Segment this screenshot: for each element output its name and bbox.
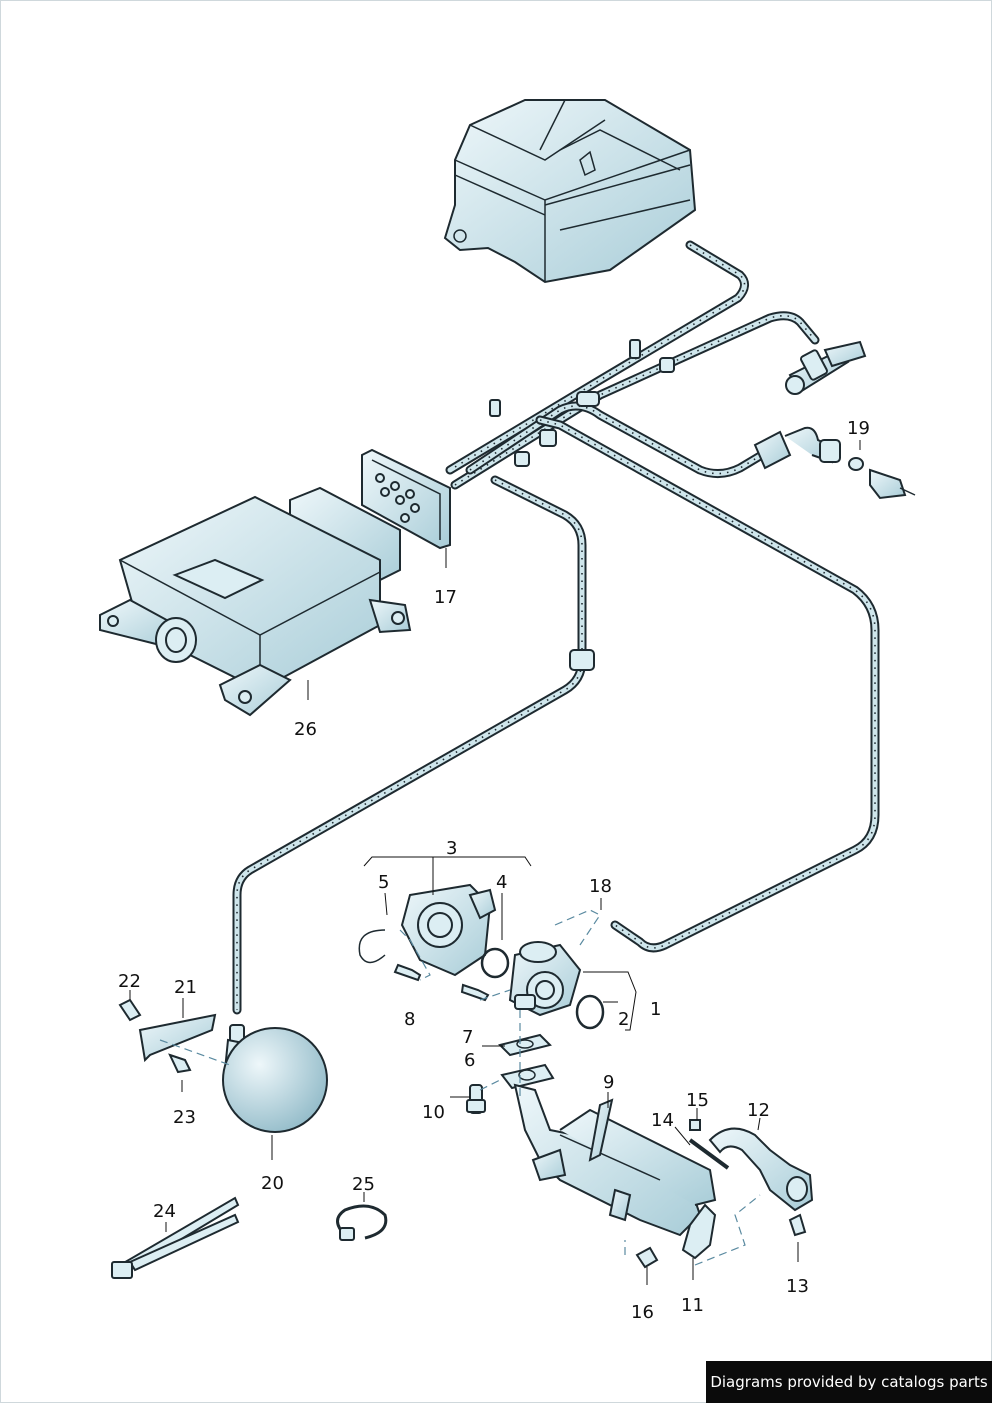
throttle-body-3 — [400, 883, 497, 977]
callout-22: 22 — [118, 971, 141, 992]
clamp-25 — [336, 1204, 388, 1241]
callout-6: 6 — [464, 1050, 475, 1071]
vacuum-reservoir-20 — [222, 1024, 328, 1133]
callout-20: 20 — [261, 1173, 284, 1194]
callout-4: 4 — [496, 872, 507, 893]
callout-10: 10 — [422, 1102, 445, 1123]
pipe-12 — [708, 1127, 814, 1212]
egr-cooler-9 — [513, 1083, 717, 1237]
air-filter-housing — [443, 99, 697, 284]
cable-tie-24 — [111, 1196, 240, 1279]
assembly-guide-lines — [159, 909, 761, 1266]
egr-valve-1 — [508, 941, 582, 1017]
callout-2: 2 — [618, 1009, 629, 1030]
gasket-6-7 — [498, 1033, 555, 1090]
top-right-valve — [785, 340, 867, 395]
callout-labels: 1 2 3 4 5 6 7 8 9 10 11 12 13 14 15 16 1… — [118, 418, 870, 1323]
vacuum-hose-network — [232, 240, 880, 1015]
bolt-10 — [466, 1084, 486, 1114]
callout-24: 24 — [153, 1201, 176, 1222]
callout-11: 11 — [681, 1295, 704, 1316]
bracket-21 — [118, 998, 217, 1074]
callout-23: 23 — [173, 1107, 196, 1128]
gasket-11 — [681, 1203, 717, 1260]
callout-21: 21 — [174, 977, 197, 998]
connector-17 — [361, 448, 451, 550]
callout-8: 8 — [404, 1009, 415, 1030]
credit-banner: Diagrams provided by catalogs parts — [706, 1361, 992, 1403]
callout-15: 15 — [686, 1090, 709, 1111]
callout-25: 25 — [352, 1174, 375, 1195]
callout-17: 17 — [434, 587, 457, 608]
callout-26: 26 — [294, 719, 317, 740]
callout-7: 7 — [462, 1027, 473, 1048]
small-hardware — [635, 1119, 807, 1269]
callout-18: 18 — [589, 876, 612, 897]
callout-1: 1 — [650, 999, 661, 1020]
part-19-valve — [753, 426, 916, 500]
callout-19: 19 — [847, 418, 870, 439]
callout-5: 5 — [378, 872, 389, 893]
callout-16: 16 — [631, 1302, 654, 1323]
callout-13: 13 — [786, 1276, 809, 1297]
callout-14: 14 — [651, 1110, 674, 1131]
callout-12: 12 — [747, 1100, 770, 1121]
control-unit-26 — [99, 486, 412, 717]
leader-lines — [129, 440, 861, 1285]
callout-9: 9 — [603, 1072, 614, 1093]
callout-3: 3 — [446, 838, 457, 859]
bolts-8 — [393, 963, 490, 1002]
seal-rings — [358, 929, 605, 1030]
